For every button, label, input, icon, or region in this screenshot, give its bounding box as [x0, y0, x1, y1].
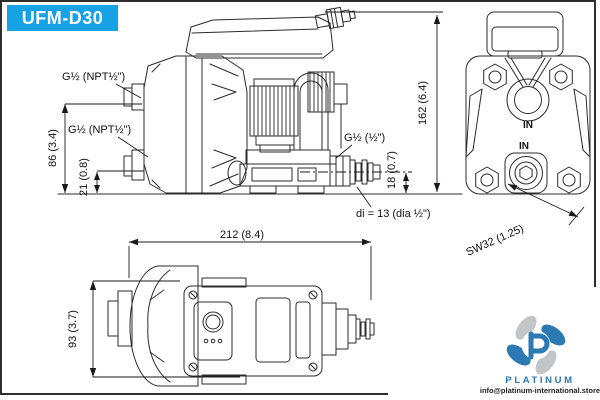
- cable-gland: [314, 6, 356, 30]
- display-window: [255, 297, 291, 363]
- label-port-top: G½ (NPT½"): [62, 71, 125, 83]
- label-in-top: IN: [523, 120, 533, 131]
- dim-outlet-height: 18 (0.7): [386, 151, 398, 189]
- watermark: PLATINUM info@platinum-international.sto…: [388, 287, 600, 400]
- platinum-logo-icon: [506, 315, 566, 375]
- label-inner-diameter: di = 13 (dia ½"): [356, 208, 431, 220]
- dim-lower-port: 21 (0.8): [78, 158, 90, 196]
- label-outlet: G½ (½"): [344, 132, 385, 144]
- watermark-email: info@platinum-international.store: [479, 386, 600, 395]
- dim-port-height: 86 (3.4): [47, 129, 59, 167]
- bottom-view: 212 (8.4) 93 (3.7): [67, 229, 375, 387]
- dim-total-height: 162 (6.4): [417, 81, 429, 125]
- watermark-brand: PLATINUM: [505, 375, 575, 386]
- model-badge: UFM-D30: [7, 5, 118, 31]
- side-view: 86 (3.4) 21 (0.8) 162 (6.4) 18 (0.7) G½ …: [47, 6, 463, 220]
- front-view: IN IN SW32 (1.25): [464, 11, 591, 259]
- label-in-bottom: IN: [519, 141, 529, 152]
- dim-wrench-size: SW32 (1.25): [464, 223, 525, 259]
- dim-width: 93 (3.7): [67, 310, 79, 348]
- dim-length: 212 (8.4): [220, 229, 264, 241]
- solenoid-coil: [249, 85, 299, 137]
- panel-button: [202, 311, 224, 333]
- label-port-bottom: G½ (NPT½"): [68, 124, 131, 136]
